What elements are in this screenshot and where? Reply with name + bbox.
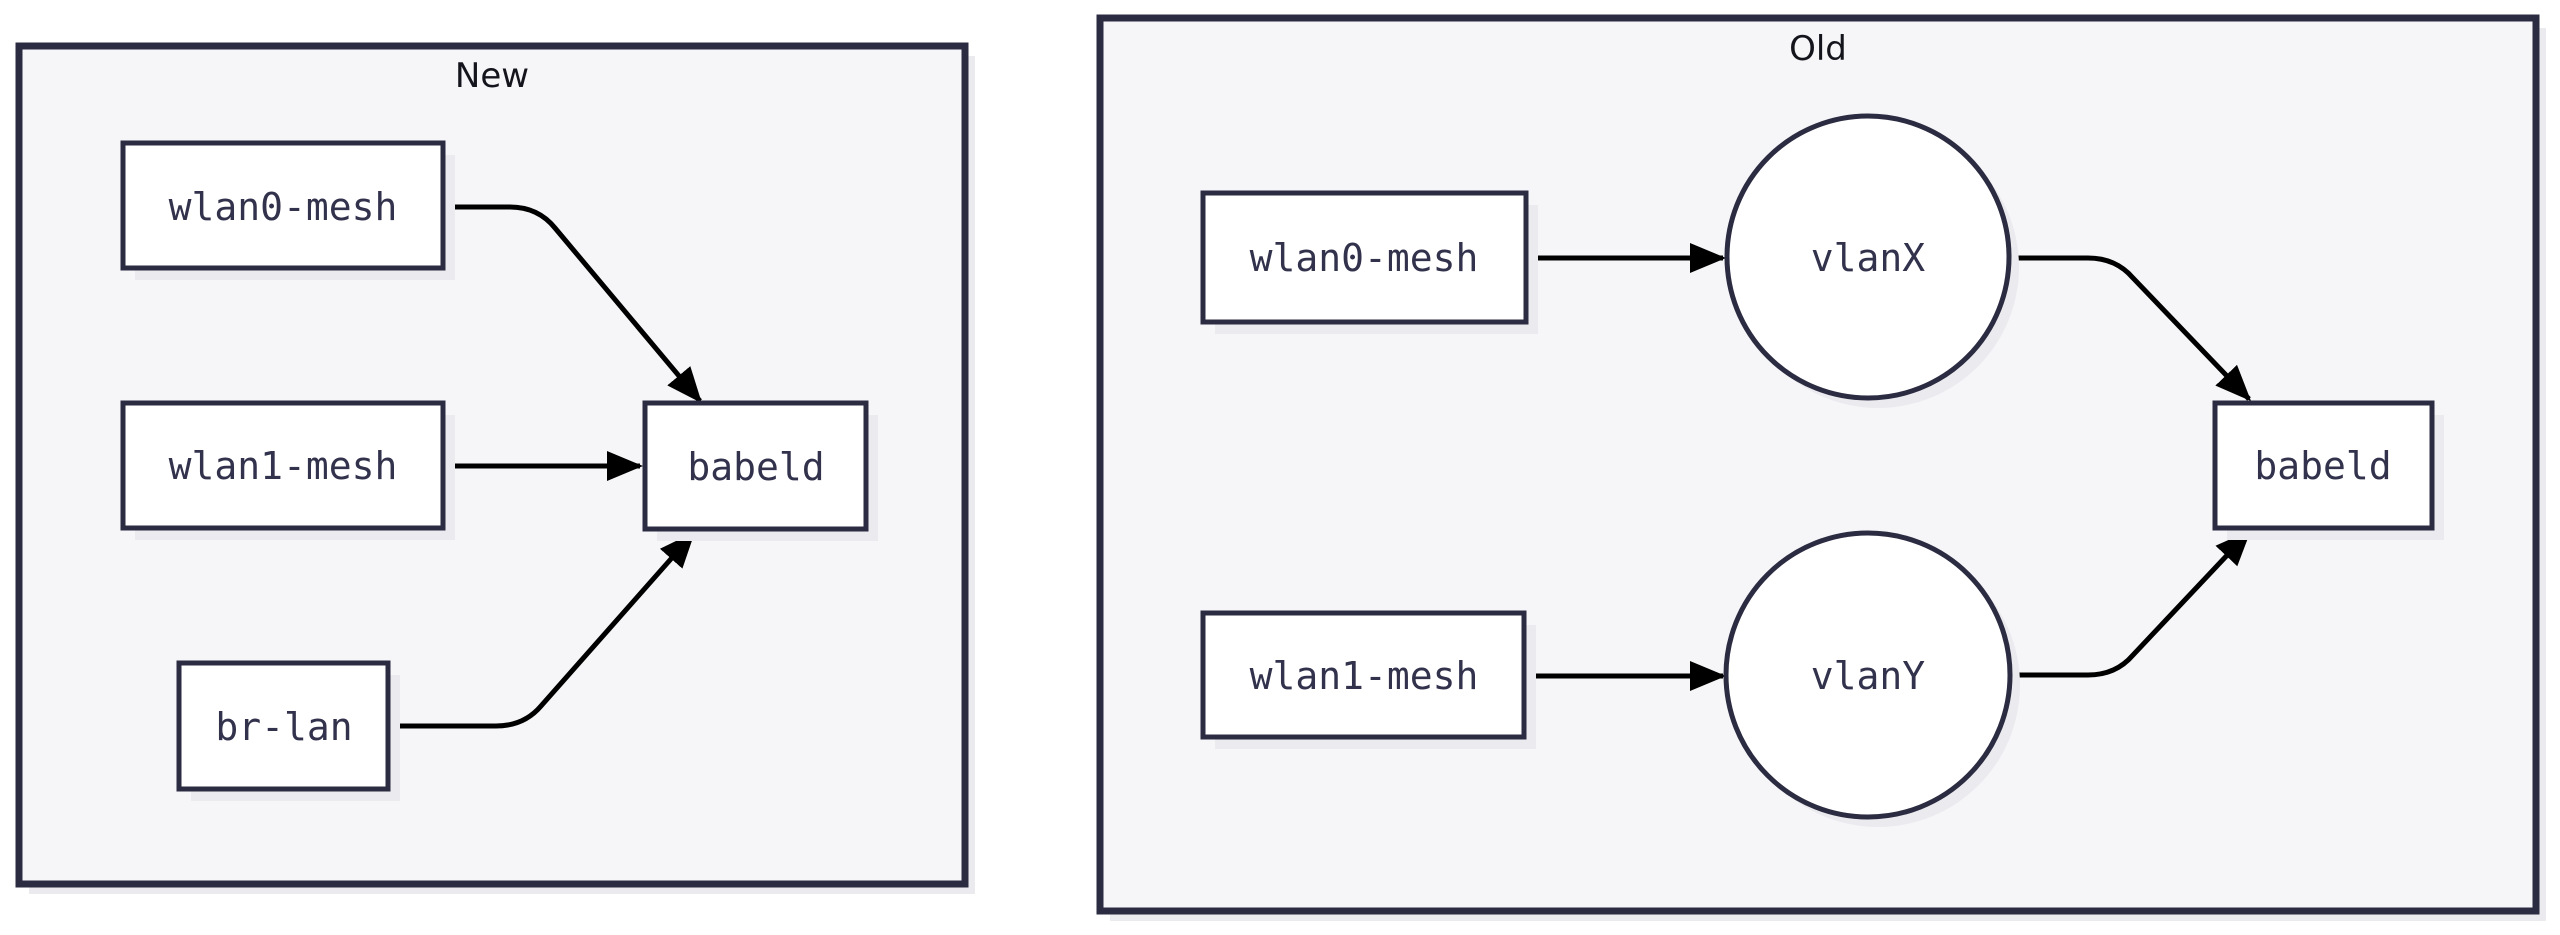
node-old-vlanX: vlanX xyxy=(1724,113,2019,408)
edge-wlan0-mesh-to-babeld xyxy=(443,204,702,404)
node-label: br-lan xyxy=(215,705,352,749)
panel-new-edges xyxy=(388,204,702,729)
node-box xyxy=(2212,400,2435,531)
node-box xyxy=(1200,190,1529,325)
node-label: vlanX xyxy=(1811,236,1926,280)
node-new-babeld: babeld xyxy=(642,400,878,541)
node-old-babeld: babeld xyxy=(2212,400,2444,540)
node-label: wlan0-mesh xyxy=(1250,236,1479,280)
node-new-br-lan: br-lan xyxy=(176,660,400,801)
panel-old-edges xyxy=(1524,243,2252,691)
node-label: wlan0-mesh xyxy=(169,185,398,229)
edge-br-lan-to-babeld xyxy=(388,531,695,729)
edge-vlanX-to-babeld xyxy=(2009,255,2252,402)
node-old-wlan0-mesh: wlan0-mesh xyxy=(1200,190,1538,334)
node-label: babeld xyxy=(2254,444,2391,488)
node-box xyxy=(120,140,446,271)
node-old-wlan1-mesh: wlan1-mesh xyxy=(1200,610,1536,749)
node-box xyxy=(176,660,391,792)
panel-new-title: New xyxy=(455,56,529,96)
node-label: babeld xyxy=(687,445,824,489)
node-old-vlanY: vlanY xyxy=(1723,530,2020,827)
panel-old: Old wlan0-mesh wlan1-mesh xyxy=(1096,14,2546,921)
panel-old-title: Old xyxy=(1789,29,1847,69)
panel-new: New wlan0-mesh wlan1-mesh br xyxy=(15,42,975,894)
edge-vlanY-to-babeld xyxy=(2009,529,2252,678)
node-circle xyxy=(1724,113,2012,401)
node-label: vlanY xyxy=(1811,654,1926,698)
node-circle xyxy=(1723,530,2013,820)
node-box xyxy=(642,400,869,532)
node-box xyxy=(1200,610,1527,740)
node-new-wlan1-mesh: wlan1-mesh xyxy=(120,400,455,540)
node-label: wlan1-mesh xyxy=(169,444,398,488)
node-new-wlan0-mesh: wlan0-mesh xyxy=(120,140,455,280)
node-label: wlan1-mesh xyxy=(1250,654,1479,698)
node-box xyxy=(120,400,446,531)
